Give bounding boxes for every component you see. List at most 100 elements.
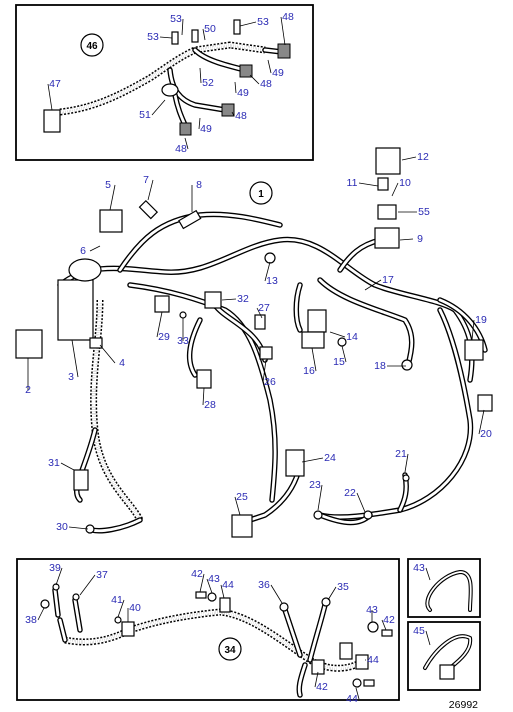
- callout-42: 42: [383, 614, 395, 626]
- callout-29: 29: [158, 331, 170, 343]
- bolt-42a: [195, 591, 207, 599]
- callout-40: 40: [129, 602, 141, 614]
- clamp-40: [121, 621, 135, 637]
- callout-21: 21: [395, 448, 407, 460]
- ref-label-1: 1: [258, 189, 264, 200]
- callout-41: 41: [111, 594, 123, 606]
- bolt-53b: [191, 29, 199, 43]
- connector-16: [301, 331, 325, 349]
- connector-48b: [239, 64, 253, 78]
- callout-32: 32: [237, 293, 249, 305]
- cap-3: [68, 258, 102, 282]
- leader-line-32: [221, 298, 237, 301]
- callout-51: 51: [139, 109, 151, 121]
- leader-line-47: [47, 83, 53, 111]
- callout-53: 53: [170, 13, 182, 25]
- leader-line-48: [184, 137, 189, 150]
- leader-line-30: [68, 526, 89, 530]
- leader-line-11: [358, 182, 379, 187]
- connector-8: [178, 209, 202, 230]
- leader-line-24: [301, 457, 324, 463]
- callout-8: 8: [196, 179, 202, 191]
- leader-line-53: [159, 36, 173, 39]
- callout-7: 7: [143, 174, 149, 186]
- callout-2: 2: [25, 384, 31, 396]
- leader-line-49: [267, 59, 272, 74]
- leader-line-22: [356, 492, 366, 513]
- callout-50: 50: [204, 23, 216, 35]
- leader-line-38: [37, 607, 45, 621]
- connector-48c: [221, 103, 235, 117]
- detail-frame-45: [407, 558, 481, 618]
- leader-line-36: [270, 584, 283, 604]
- clip-44d: [311, 659, 325, 675]
- callout-27: 27: [258, 302, 270, 314]
- ref-circle-34: [218, 637, 242, 661]
- bolt-42b: [381, 629, 393, 637]
- callout-39: 39: [49, 562, 61, 574]
- leader-line-13: [264, 261, 271, 282]
- leader-line-53: [239, 21, 257, 27]
- terminal-21: [402, 474, 410, 482]
- leader-line-43: [425, 567, 431, 581]
- callout-52: 52: [202, 77, 214, 89]
- leader-line-39: [55, 567, 63, 586]
- bolt-33: [179, 311, 187, 319]
- callout-48: 48: [175, 143, 187, 155]
- leader-line-3: [71, 339, 79, 378]
- leader-line-16: [311, 347, 317, 372]
- harness-34: [40, 583, 393, 698]
- callout-55: 55: [418, 206, 430, 218]
- clip-44c: [355, 654, 369, 670]
- connector-25: [231, 514, 253, 538]
- leader-line-49: [234, 81, 237, 94]
- connector-20: [477, 394, 493, 412]
- connector-28: [196, 369, 212, 389]
- callout-22: 22: [344, 487, 356, 499]
- callout-38: 38: [25, 614, 37, 626]
- connector-48a: [277, 43, 291, 59]
- callout-14: 14: [346, 331, 358, 343]
- part-11: [377, 177, 389, 191]
- callout-49: 49: [237, 87, 249, 99]
- clip-44a: [219, 597, 231, 613]
- callout-44: 44: [367, 654, 379, 666]
- leader-line-52: [199, 67, 202, 84]
- connector-48d: [179, 122, 192, 136]
- leader-line-23: [317, 484, 323, 511]
- clip-base-54: [439, 664, 455, 680]
- terminal-23: [313, 510, 323, 520]
- leader-line-12: [401, 156, 417, 161]
- connector-24: [285, 449, 305, 477]
- callout-17: 17: [382, 274, 394, 286]
- leader-line-48: [231, 111, 235, 117]
- callout-16: 16: [303, 365, 315, 377]
- callout-28: 28: [204, 399, 216, 411]
- leader-line-10: [391, 182, 399, 197]
- leader-line-37: [79, 574, 96, 596]
- leader-line-48: [280, 16, 286, 46]
- holder-55: [377, 204, 397, 220]
- callout-10: 10: [399, 177, 411, 189]
- leader-line-53: [181, 18, 184, 36]
- leader-line-6: [89, 245, 101, 252]
- leader-line-51: [151, 99, 166, 116]
- ref-circle-1: [249, 181, 273, 205]
- base-9: [374, 227, 400, 249]
- leader-line-19: [471, 319, 475, 341]
- callout-18: 18: [374, 360, 386, 372]
- callout-42: 42: [316, 681, 328, 693]
- leader-line-21: [404, 453, 409, 473]
- washer-43a: [207, 592, 217, 602]
- leader-line-15: [341, 345, 347, 363]
- bolt-41: [114, 616, 122, 624]
- callout-33: 33: [177, 335, 189, 347]
- relay-12: [375, 147, 401, 175]
- leader-line-42: [381, 619, 387, 631]
- callout-44: 44: [346, 693, 358, 705]
- ref-label-46: 46: [86, 41, 98, 52]
- callout-15: 15: [333, 356, 345, 368]
- leader-line-28: [202, 387, 205, 406]
- callout-48: 48: [260, 78, 272, 90]
- clip-32: [204, 291, 222, 309]
